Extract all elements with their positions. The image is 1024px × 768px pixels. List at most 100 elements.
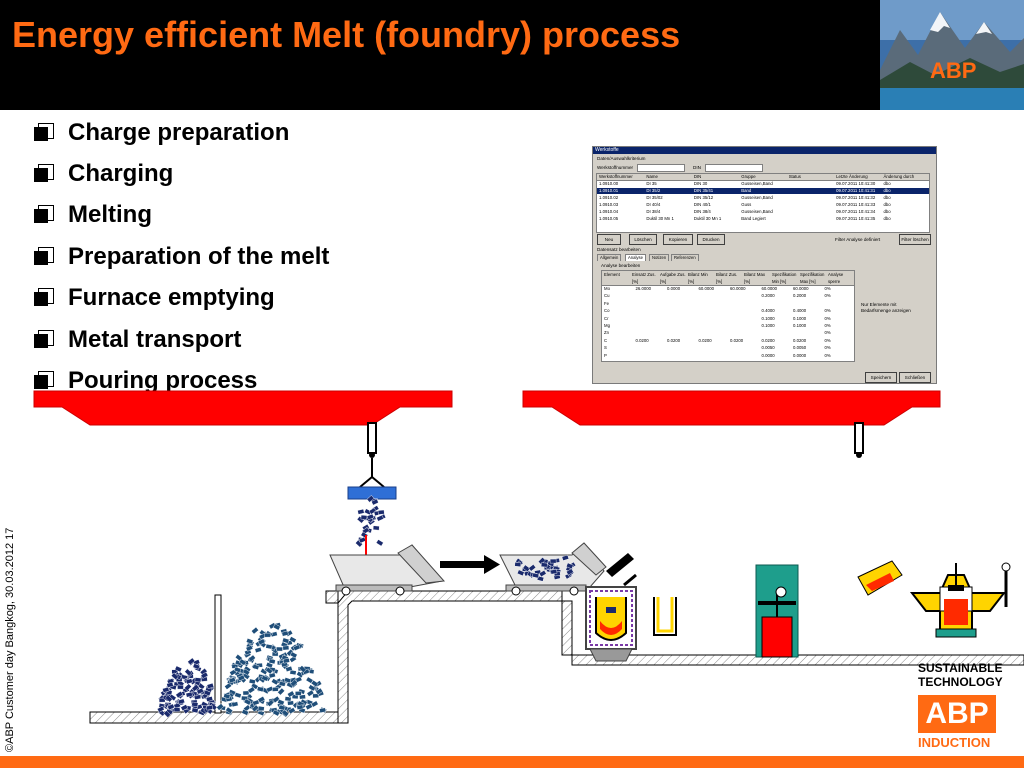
close-button[interactable]: Schließen xyxy=(899,372,931,383)
column-header[interactable]: Name xyxy=(646,174,658,179)
scrap-piece xyxy=(294,691,302,696)
lifting-magnet-icon xyxy=(347,458,397,500)
scrap-piece xyxy=(263,632,271,638)
scrap-piece xyxy=(278,681,286,687)
tab-general[interactable]: Allgemein xyxy=(597,254,622,261)
cell xyxy=(728,308,760,314)
checkbox-bullet-icon xyxy=(34,164,54,184)
column-header[interactable]: Änderung durch xyxy=(883,174,915,179)
scrap-piece xyxy=(538,557,546,565)
scrap-piece xyxy=(245,644,254,652)
column-header[interactable]: Status xyxy=(788,174,801,179)
cell: 0.0000 xyxy=(793,352,807,358)
column-header[interactable]: Bilanz Max [%] xyxy=(744,272,766,284)
analysis-grid[interactable]: Element Einsatz Zus.[%] Aufgabe Zus.[%] … xyxy=(601,270,855,362)
din-input[interactable] xyxy=(705,164,763,172)
cell: 09.07.2011 10:41:33 xyxy=(836,202,876,207)
scrap-piece xyxy=(268,658,276,665)
save-button[interactable]: Speichern xyxy=(865,372,897,383)
cell: Guss xyxy=(741,202,752,207)
scrap-piece xyxy=(285,665,293,672)
scrap-piece xyxy=(242,668,251,676)
cell: C xyxy=(604,337,608,343)
element-filter-option[interactable]: Nur Elemente mit Bedarfsmenge anzeigen xyxy=(861,302,911,313)
tab-analysis[interactable]: Analyse xyxy=(625,254,646,261)
cell xyxy=(697,330,729,336)
scrap-piece xyxy=(366,513,375,521)
scrap-piece xyxy=(237,674,246,682)
scrap-piece xyxy=(357,508,365,515)
column-header[interactable]: Spezifikation Min [%] xyxy=(772,272,797,284)
brand-induction: INDUCTION xyxy=(918,735,991,750)
filter-checkbox-label[interactable]: Filter Analyse definiert xyxy=(835,237,881,242)
column-header[interactable]: Bilanz Min [%] xyxy=(688,272,708,284)
cell xyxy=(634,316,666,322)
scrap-piece xyxy=(298,665,307,673)
column-header[interactable]: Gruppe xyxy=(741,174,756,179)
materials-grid[interactable]: Werkstoffnummer Name DIN Gruppe Status L… xyxy=(596,173,930,233)
column-header[interactable]: Bilanz Zus.[%] xyxy=(716,272,738,284)
tab-notes[interactable]: Notizen xyxy=(649,254,670,261)
cell: 1.0910.05 xyxy=(599,216,619,221)
cell xyxy=(697,345,729,351)
cell xyxy=(634,353,666,359)
cell: 09.07.2011 10:41:31 xyxy=(836,188,876,193)
analysis-row[interactable]: Fe xyxy=(602,301,854,307)
bullet-item: Preparation of the melt xyxy=(34,236,329,277)
scrap-piece xyxy=(223,693,231,700)
column-header[interactable]: Letzte Änderung xyxy=(836,174,868,179)
scrap-piece xyxy=(272,695,281,704)
column-header[interactable]: DIN xyxy=(693,174,702,179)
werkstoff-input[interactable] xyxy=(637,164,685,172)
delete-button[interactable]: Löschen xyxy=(629,234,657,245)
cell: Band Legiert xyxy=(741,216,766,221)
column-header[interactable]: Spezifikation Max [%] xyxy=(800,272,825,284)
cell: 0.1000 xyxy=(761,315,775,321)
scrap-piece xyxy=(310,679,319,688)
tab-references[interactable]: Referenzen xyxy=(671,254,699,261)
column-header[interactable]: Aufgabe Zus.[%] xyxy=(660,272,686,284)
scrap-piece xyxy=(241,709,249,716)
analysis-label: Analyse bearbeiten xyxy=(601,263,641,268)
scrap-piece xyxy=(184,668,193,677)
transport-arrow xyxy=(440,555,500,574)
column-header[interactable]: Werkstoffnummer xyxy=(599,174,633,179)
cell: Co xyxy=(604,308,610,314)
new-button[interactable]: Neu xyxy=(597,234,621,245)
bullet-item: Charge preparation xyxy=(34,112,329,153)
print-button[interactable]: Drucken xyxy=(697,234,725,245)
scrap-piece xyxy=(163,710,171,718)
cell: dbo xyxy=(883,209,891,214)
checkbox-bullet-icon xyxy=(34,122,54,143)
scrap-piece xyxy=(205,696,214,702)
filter-clear-button[interactable]: Filter löschen xyxy=(899,234,931,245)
column-header[interactable]: Element xyxy=(604,272,620,277)
scrap-piece xyxy=(257,696,266,703)
cell: Duktil 30 Mn 1 xyxy=(693,216,722,221)
column-header[interactable]: Analyse sperre xyxy=(828,272,844,284)
scrap-piece xyxy=(175,690,184,699)
bullet-list: Charge preparation Charging Melting Prep… xyxy=(34,112,329,402)
scrap-piece xyxy=(319,707,327,714)
copy-button[interactable]: Kopieren xyxy=(663,234,693,245)
cell: 0% xyxy=(824,315,831,321)
column-header[interactable]: Einsatz Zus.[%] xyxy=(632,272,656,284)
scrap-piece xyxy=(532,572,540,579)
scrap-piece xyxy=(252,699,260,706)
scrap-piece xyxy=(257,705,265,712)
